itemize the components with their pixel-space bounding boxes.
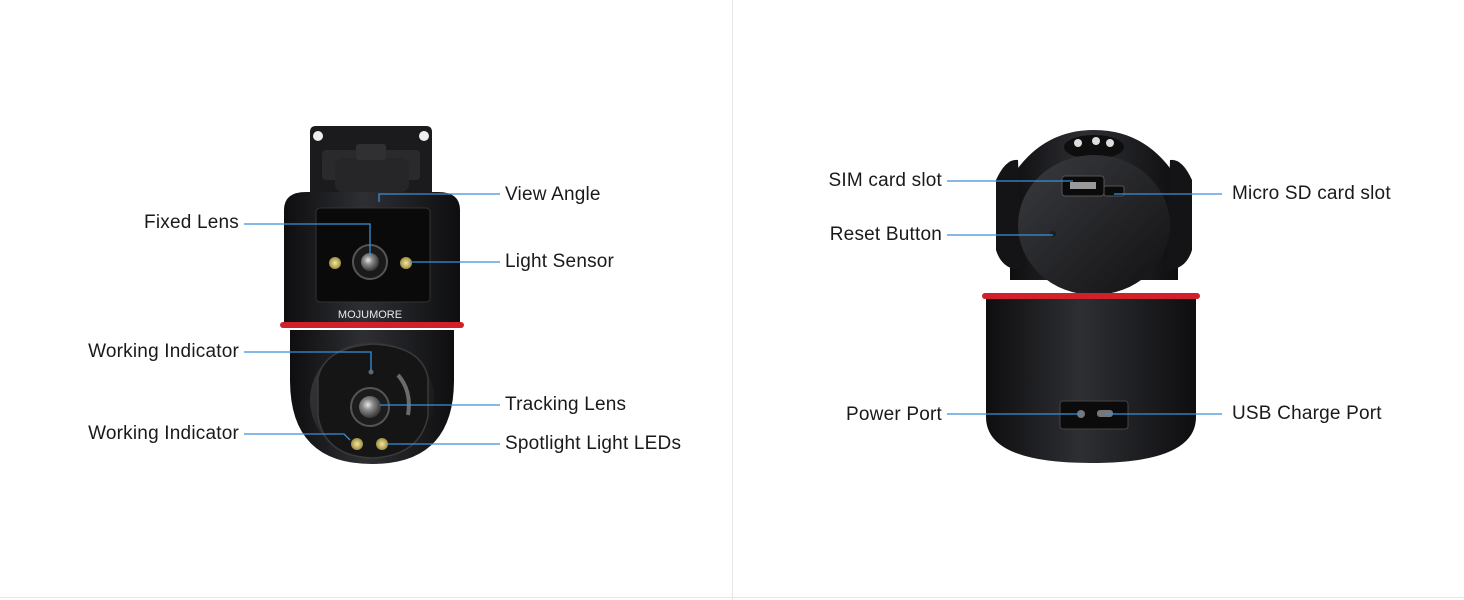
mount-screw-hole [313, 131, 323, 141]
bottom-rule [0, 597, 1464, 598]
leader-view-angle [378, 193, 500, 202]
label-tracking-lens: Tracking Lens [505, 394, 627, 415]
leader-fixed-lens [244, 223, 371, 255]
light-sensor [400, 257, 412, 269]
label-power-port: Power Port [846, 404, 942, 425]
label-light-sensor: Light Sensor [505, 251, 615, 272]
reset-button [1050, 231, 1056, 237]
label-spotlight-leds: Spotlight Light LEDs [505, 433, 682, 454]
port-cover [1059, 400, 1129, 430]
mount-screw-hole [419, 131, 429, 141]
back-camera [982, 130, 1200, 463]
front-leader-lines [244, 193, 500, 445]
working-indicator-dot [368, 369, 374, 375]
panel-divider [732, 0, 733, 600]
side-arm-left [996, 159, 1022, 270]
spotlight-led [376, 438, 388, 450]
label-working-indicator-top: Working Indicator [88, 341, 239, 362]
accent-ring [982, 293, 1200, 299]
leader-working-indicator-bottom [244, 433, 351, 441]
label-reset-button: Reset Button [829, 224, 942, 245]
label-usb-charge-port: USB Charge Port [1232, 403, 1382, 424]
ir-led-left [329, 257, 341, 269]
leader-working-indicator-top [244, 351, 372, 370]
label-view-angle: View Angle [505, 184, 601, 205]
accent-ring [280, 322, 464, 328]
spotlight-led [351, 438, 363, 450]
rear-base [986, 299, 1196, 463]
brand-logo: MOJUMORE [338, 309, 402, 321]
back-leader-lines [947, 180, 1222, 415]
label-sim-card-slot: SIM card slot [828, 170, 942, 191]
label-fixed-lens: Fixed Lens [144, 212, 239, 233]
front-camera: MOJUMORE [280, 126, 464, 464]
side-arm-right [1166, 159, 1192, 270]
label-micro-sd-slot: Micro SD card slot [1232, 183, 1391, 204]
label-working-indicator-bottom: Working Indicator [88, 423, 239, 444]
